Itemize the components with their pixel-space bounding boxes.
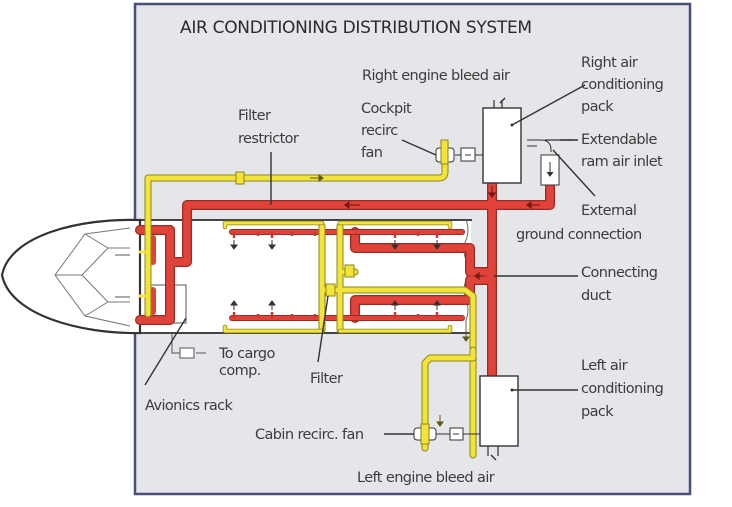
left-ac-pack — [479, 375, 519, 461]
label-left-pack-1: Left air — [581, 358, 628, 374]
filter-restrictor — [235, 171, 245, 185]
label-right-pack-1: Right air — [581, 55, 638, 71]
label-filter-restrictor-1: Filter — [238, 108, 271, 124]
label-avionics-rack: Avionics rack — [145, 398, 234, 414]
labels: Right engine bleed air Right air conditi… — [145, 55, 664, 486]
label-to-cargo-2: comp. — [219, 363, 261, 379]
diagram-title: AIR CONDITIONING DISTRIBUTION SYSTEM — [180, 18, 532, 38]
label-right-pack-3: pack — [581, 99, 614, 115]
label-right-engine-bleed-air: Right engine bleed air — [362, 68, 510, 84]
label-right-pack-2: conditioning — [581, 77, 663, 93]
cockpit-recirc-fan — [435, 139, 483, 165]
label-cockpit-fan-1: Cockpit — [361, 101, 412, 117]
leader-lines — [144, 84, 596, 435]
label-left-pack-3: pack — [581, 404, 614, 420]
fuselage — [138, 219, 472, 334]
filter-element-2 — [344, 264, 355, 278]
cabin-recirc-duct — [421, 346, 477, 452]
label-ram-air-2: ram air inlet — [581, 154, 663, 170]
right-ac-pack — [482, 97, 522, 184]
aircraft-nose — [0, 218, 142, 335]
label-external-ground-1: External — [581, 203, 636, 219]
ram-air-inlet — [527, 139, 573, 186]
label-left-engine-bleed-air: Left engine bleed air — [357, 470, 495, 486]
recirculation-ducts — [138, 148, 477, 459]
filter-element — [325, 283, 336, 297]
label-external-ground-2: ground connection — [516, 227, 642, 243]
label-cockpit-fan-2: recirc — [361, 123, 398, 139]
label-cabin-recirc-fan: Cabin recirc. fan — [255, 427, 363, 443]
label-left-pack-2: conditioning — [581, 381, 663, 397]
label-ram-air-1: Extendable — [581, 132, 657, 148]
label-cockpit-fan-3: fan — [361, 145, 382, 161]
label-connecting-duct-1: Connecting — [581, 265, 657, 281]
label-to-cargo-1: To cargo — [218, 346, 275, 362]
label-filter: Filter — [310, 371, 343, 387]
label-filter-restrictor-2: restrictor — [238, 131, 299, 147]
cabin-recirc-fan — [413, 423, 480, 445]
label-connecting-duct-2: duct — [581, 288, 612, 304]
